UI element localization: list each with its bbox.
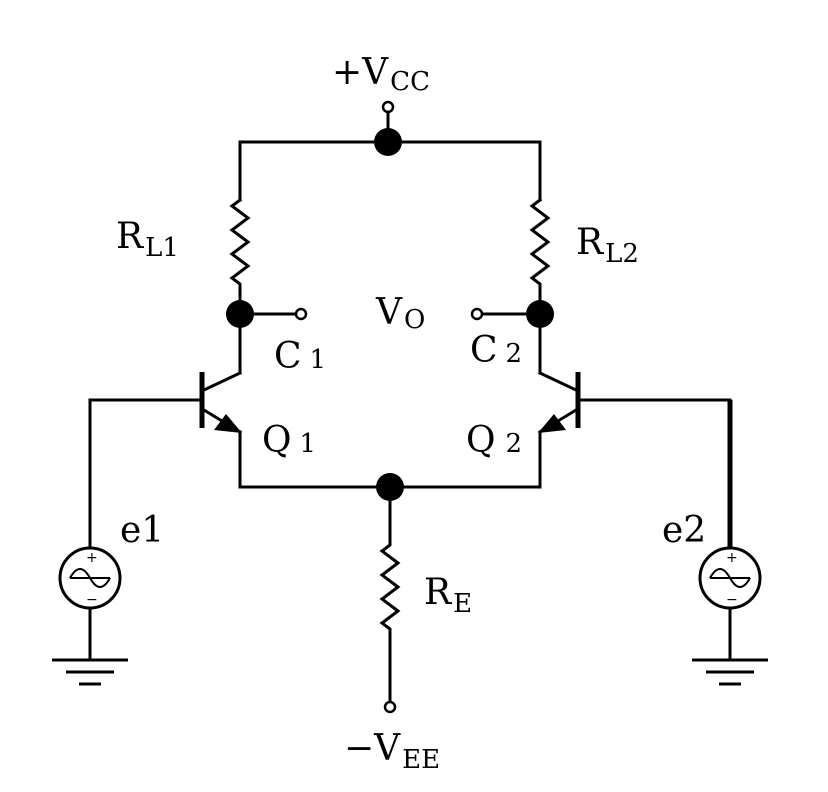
e2-minus-sign: −: [726, 592, 738, 608]
e1-label: e1: [120, 510, 164, 551]
ground-right-icon: [692, 658, 768, 686]
ground-left-icon: [52, 658, 128, 686]
re-label: RE: [424, 572, 472, 619]
top-rail-wire: [238, 140, 542, 202]
q2-transistor: [537, 312, 732, 489]
vcc-label: +VCC: [332, 52, 430, 97]
vee-label: −VEE: [344, 728, 440, 775]
vee-terminal: [383, 700, 397, 714]
q1-transistor: [88, 312, 243, 489]
rl2-label: RL2: [576, 222, 639, 269]
c2-terminal: [470, 307, 484, 321]
vo-label: VO: [375, 292, 425, 335]
e1-voltage-source: [58, 398, 122, 662]
e1-minus-sign: −: [86, 592, 98, 608]
rl1-resistor: [229, 197, 251, 316]
e2-voltage-source: [698, 400, 762, 662]
rl2-resistor: [529, 197, 551, 316]
rl1-label: RL1: [116, 216, 179, 263]
re-resistor: [379, 485, 401, 702]
e2-label: e2: [662, 510, 706, 551]
c1-terminal: [294, 307, 308, 321]
e2-plus-sign: +: [726, 550, 738, 566]
e1-plus-sign: +: [86, 550, 98, 566]
